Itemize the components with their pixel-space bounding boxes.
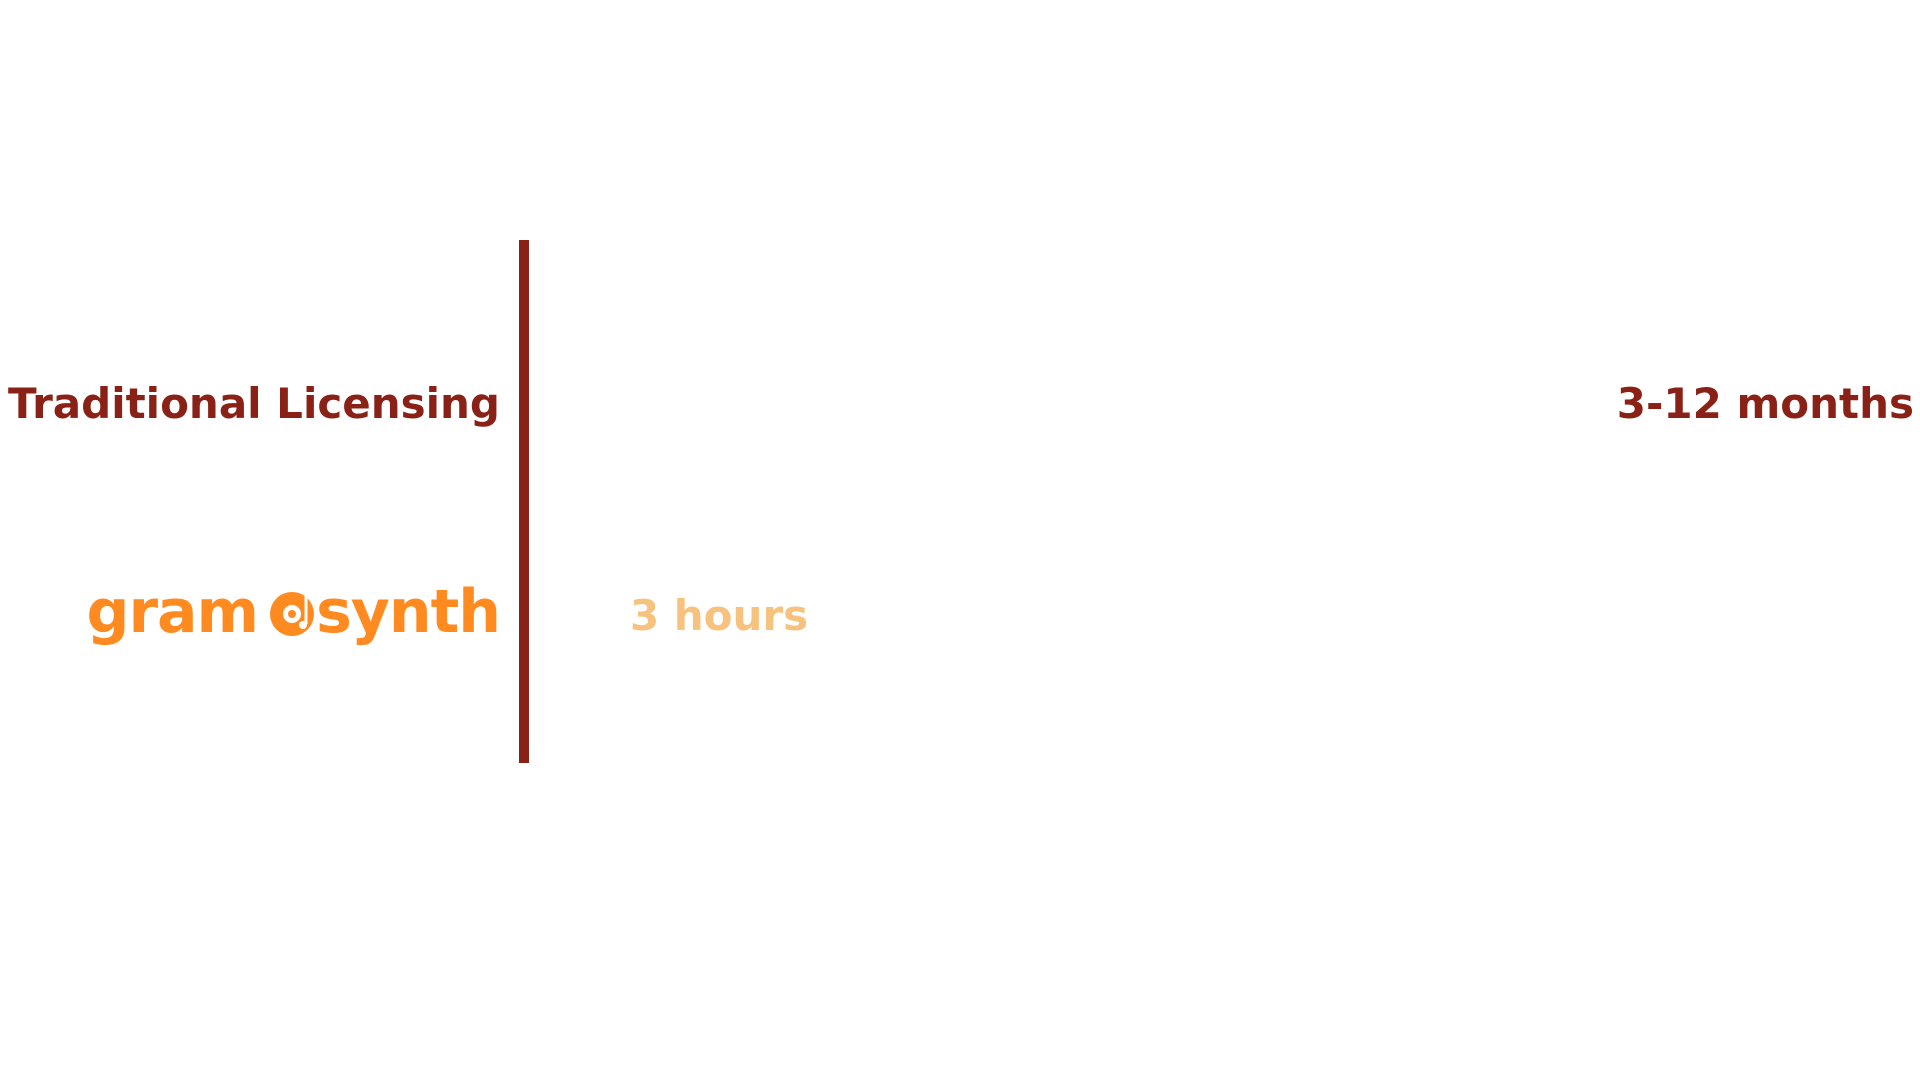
value-label-gramosynth: 3 hours [630,591,808,640]
row-label-traditional-licensing: Traditional Licensing [8,379,500,428]
vinyl-needle [299,621,307,629]
bar-gramosynth [529,556,530,676]
value-label-traditional-licensing: 3-12 months [1617,379,1914,428]
logo-text-part-1: gram [87,577,259,647]
gramosynth-logo: gram synth [87,577,501,647]
vinyl-record-center [288,610,296,618]
gramosynth-logo-text: gram synth [87,577,500,647]
bar-traditional-licensing [529,344,1914,464]
bars-group [529,344,1914,676]
vinyl-record-icon [270,590,314,636]
logo-text-part-2: synth [316,577,500,647]
